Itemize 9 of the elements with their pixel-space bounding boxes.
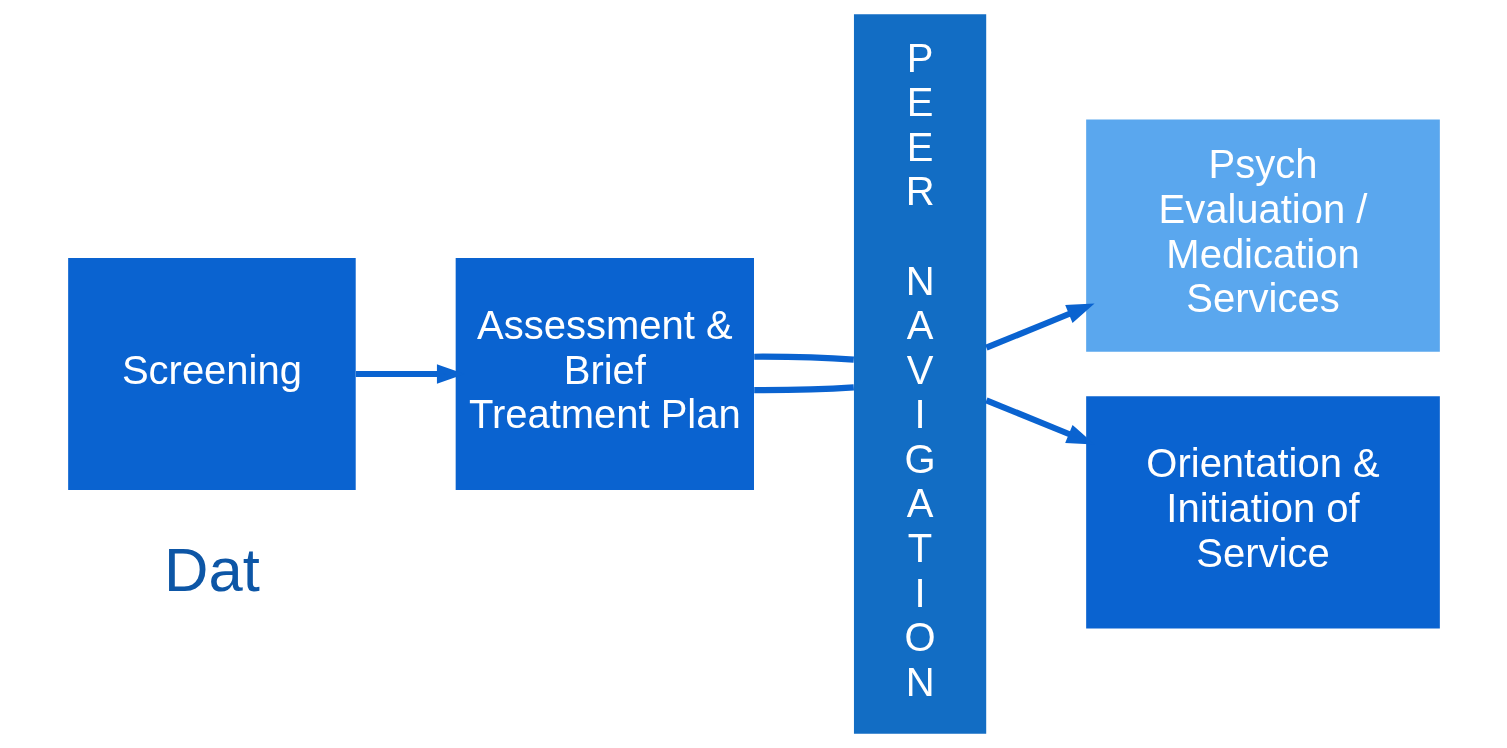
node-box: Screening: [67, 257, 356, 491]
node-box: PEER NAVIGATION: [853, 14, 986, 734]
node-box: Psych Evaluation / Medication Services: [1085, 119, 1440, 352]
connector: [753, 384, 854, 394]
connector: [753, 353, 854, 363]
node-box: Orientation & Initiation of Service: [1085, 396, 1440, 629]
node-box: Assessment & Brief Treatment Plan: [455, 257, 754, 491]
label: Dat: [163, 534, 260, 604]
arrow: [984, 303, 1095, 351]
